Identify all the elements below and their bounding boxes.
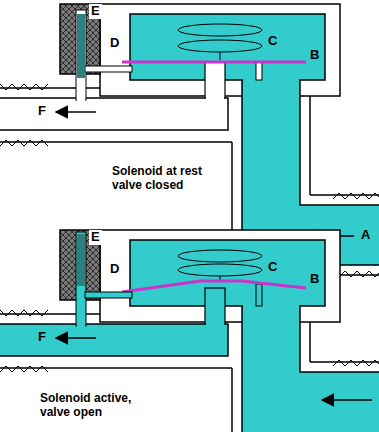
state-caption: Solenoid active, valve open [40, 392, 152, 420]
valve-open [0, 230, 379, 432]
flow-letter: F [38, 104, 46, 119]
part-letter: D [110, 262, 119, 277]
part-letter: D [110, 36, 119, 51]
part-letter: B [310, 272, 319, 287]
part-letter: B [310, 48, 319, 63]
flow-letter: A [361, 228, 370, 243]
part-letter: E [89, 230, 102, 245]
part-letter: E [89, 4, 102, 19]
state-caption: Solenoid at rest valve closed [112, 165, 222, 193]
part-letter: C [268, 260, 277, 275]
flow-letter: F [38, 330, 46, 345]
part-letter: C [268, 34, 277, 49]
